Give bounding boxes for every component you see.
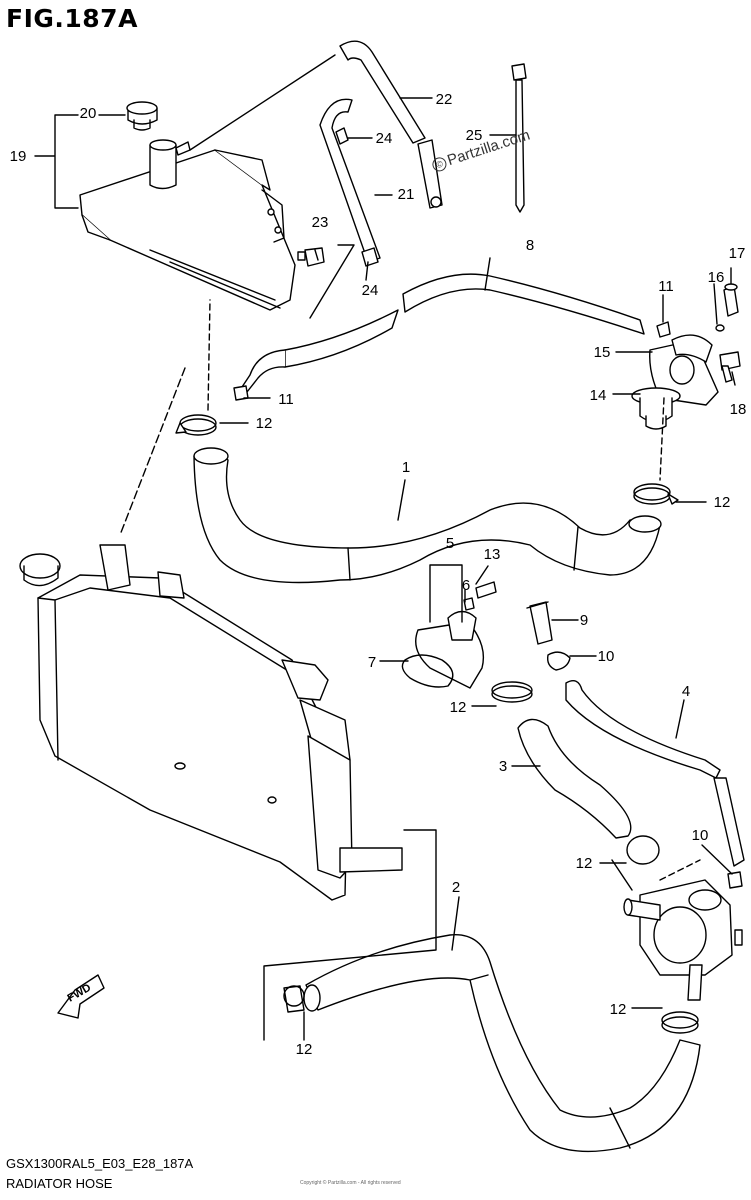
figure-title: FIG.187A [6,4,138,33]
part-number-label: 22 [436,91,453,108]
part-number-label: 9 [580,612,588,629]
hose-reservoir [319,98,381,263]
part-number-label: 19 [10,148,27,165]
copyright-icon: © [430,155,449,174]
part-number-labels: 1234567891010111112121212121213141516171… [10,91,747,1058]
fwd-arrow [57,974,105,1019]
part-number-label: 8 [526,237,534,254]
hose-overflow [189,40,426,151]
hose-4 [565,680,745,867]
hose-clamp [175,414,217,436]
part-number-label: 23 [312,214,329,231]
part-number-label: 13 [484,546,501,563]
radiator [19,544,403,901]
part-number-label: 24 [376,130,393,147]
reservoir-cap [126,101,158,131]
part-number-label: 11 [658,278,674,295]
reservoir-tank [79,139,296,311]
part-number-label: 20 [80,105,97,122]
water-pump [623,879,743,1001]
part-number-label: 16 [708,269,725,286]
part-number-label: 12 [714,494,731,511]
part-number-label: 14 [590,387,607,404]
part-number-label: 6 [462,577,470,594]
part-number-label: 10 [598,648,615,665]
part-number-label: 18 [730,401,747,418]
part-number-label: 12 [576,855,593,872]
part-number-label: 10 [692,827,709,844]
hose-1 [193,447,662,584]
water-outlet-cover [415,610,485,689]
part-number-label: 12 [450,699,467,716]
cable-tie [511,63,527,213]
diagram-caption: RADIATOR HOSE [6,1176,113,1191]
part-number-label: 17 [729,245,746,262]
part-number-label: 5 [446,535,454,552]
part-number-label: 3 [499,758,507,775]
fine-print: Copyright © Partzilla.com - All rights r… [300,1180,401,1186]
hose-8 [239,273,645,393]
part-number-label: 4 [682,683,690,700]
hose-3 [517,718,632,839]
part-number-label: 1 [402,459,410,476]
part-number-label: 12 [296,1041,313,1058]
part-number-label: 25 [466,127,483,144]
part-number-label: 15 [594,344,611,361]
part-number-label: 12 [610,1001,627,1018]
part-number-label: 21 [398,186,415,203]
part-number-label: 7 [368,654,376,671]
diagram-code: GSX1300RAL5_E03_E28_187A [6,1156,194,1171]
part-number-label: 2 [452,879,460,896]
part-number-label: 12 [256,415,273,432]
part-number-label: 24 [362,282,379,299]
hose-2 [303,934,701,1153]
part-number-label: 11 [278,391,294,408]
